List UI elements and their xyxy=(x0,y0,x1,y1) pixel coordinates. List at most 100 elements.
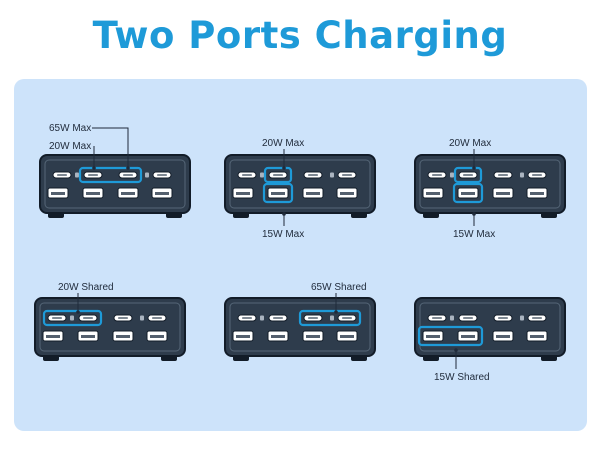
usb-c-port-tongue xyxy=(123,174,133,176)
leader-dot xyxy=(472,166,476,170)
power-label: 20W Max xyxy=(449,138,491,149)
status-led xyxy=(450,315,454,321)
power-label: 65W Max xyxy=(49,123,91,134)
usb-c-port-tongue xyxy=(308,174,318,176)
usb-c-port-tongue xyxy=(273,317,283,319)
usb-a-port-tongue xyxy=(236,335,250,338)
usb-c-highlight xyxy=(263,166,293,184)
power-label: 15W Shared xyxy=(434,372,490,383)
charger-face xyxy=(419,159,561,209)
leader-dot xyxy=(92,166,96,170)
usb-c-port-tongue xyxy=(83,317,93,319)
charger-6 xyxy=(414,297,566,361)
status-led xyxy=(520,315,524,321)
usb-a-highlight xyxy=(262,182,294,204)
leader-dot xyxy=(282,212,286,216)
usb-a-port-tongue xyxy=(121,192,135,195)
power-label: 65W Shared xyxy=(311,282,367,293)
usb-c-port-tongue xyxy=(432,174,442,176)
usb-c-port-tongue xyxy=(308,317,318,319)
status-led xyxy=(520,172,524,178)
power-label: 15W Max xyxy=(453,229,495,240)
usb-a-port-tongue xyxy=(530,192,544,195)
usb-a-port-tongue xyxy=(81,335,95,338)
usb-a-port-tongue xyxy=(306,192,320,195)
usb-a-port-tongue xyxy=(496,192,510,195)
charger-1 xyxy=(39,154,191,218)
power-label: 20W Max xyxy=(262,138,304,149)
usb-a-port-tongue xyxy=(426,335,440,338)
usb-a-port-tongue xyxy=(116,335,130,338)
usb-c-port-tongue xyxy=(88,174,98,176)
charger-5 xyxy=(224,297,376,361)
status-led xyxy=(145,172,149,178)
status-led xyxy=(260,172,264,178)
power-label: 20W Shared xyxy=(58,282,114,293)
usb-c-port-tongue xyxy=(157,174,167,176)
usb-c-port-tongue xyxy=(498,317,508,319)
usb-c-port-tongue xyxy=(532,317,542,319)
charger-face xyxy=(229,159,371,209)
leader-line xyxy=(92,127,129,168)
usb-a-port-tongue xyxy=(155,192,169,195)
charger-body xyxy=(39,154,191,214)
usb-c-port-tongue xyxy=(532,174,542,176)
usb-a-port-tongue xyxy=(340,335,354,338)
status-led xyxy=(140,315,144,321)
status-led xyxy=(260,315,264,321)
usb-a-port-tongue xyxy=(46,335,60,338)
usb-a-port-tongue xyxy=(496,335,510,338)
usb-a-port-tongue xyxy=(271,335,285,338)
status-led xyxy=(75,172,79,178)
leader-dot xyxy=(282,166,286,170)
charger-4 xyxy=(34,297,186,361)
usb-a-port-tongue xyxy=(51,192,65,195)
charger-face xyxy=(44,159,186,209)
leader-dot xyxy=(334,310,338,314)
usb-c-port-tongue xyxy=(118,317,128,319)
charger-face xyxy=(229,302,371,352)
usb-a-port-tongue xyxy=(340,192,354,195)
charger-body xyxy=(224,297,376,357)
usb-c-port-tongue xyxy=(52,317,62,319)
leader-dot xyxy=(454,348,458,352)
charger-2 xyxy=(224,154,376,218)
usb-c-port-tongue xyxy=(242,317,252,319)
usb-c-highlight xyxy=(298,309,362,327)
status-led xyxy=(450,172,454,178)
status-led xyxy=(330,172,334,178)
usb-a-port-tongue xyxy=(306,335,320,338)
usb-a-port-tongue xyxy=(461,335,475,338)
leader-dot xyxy=(76,310,80,314)
page-title: Two Ports Charging xyxy=(92,14,508,57)
leader-dot xyxy=(472,212,476,216)
usb-c-port-tongue xyxy=(273,174,283,176)
usb-c-port-tongue xyxy=(463,174,473,176)
usb-c-port-tongue xyxy=(432,317,442,319)
diagram-panel xyxy=(14,79,587,431)
usb-c-port-tongue xyxy=(242,174,252,176)
usb-c-port-tongue xyxy=(57,174,67,176)
usb-a-port-tongue xyxy=(271,192,285,195)
charger-body xyxy=(414,154,566,214)
status-led xyxy=(330,315,334,321)
usb-a-highlight xyxy=(452,182,484,204)
usb-c-highlight xyxy=(78,166,143,184)
charger-body xyxy=(34,297,186,357)
usb-a-port-tongue xyxy=(530,335,544,338)
usb-c-port-tongue xyxy=(342,317,352,319)
usb-a-port-tongue xyxy=(236,192,250,195)
usb-c-port-tongue xyxy=(342,174,352,176)
usb-a-port-tongue xyxy=(150,335,164,338)
charger-body xyxy=(414,297,566,357)
usb-c-port-tongue xyxy=(152,317,162,319)
usb-a-port-tongue xyxy=(86,192,100,195)
charger-face xyxy=(39,302,181,352)
usb-c-highlight xyxy=(453,166,483,184)
charger-body xyxy=(224,154,376,214)
charger-3 xyxy=(414,154,566,218)
usb-a-highlight xyxy=(417,325,484,347)
leader-dot xyxy=(126,166,130,170)
power-label: 20W Max xyxy=(49,141,91,152)
